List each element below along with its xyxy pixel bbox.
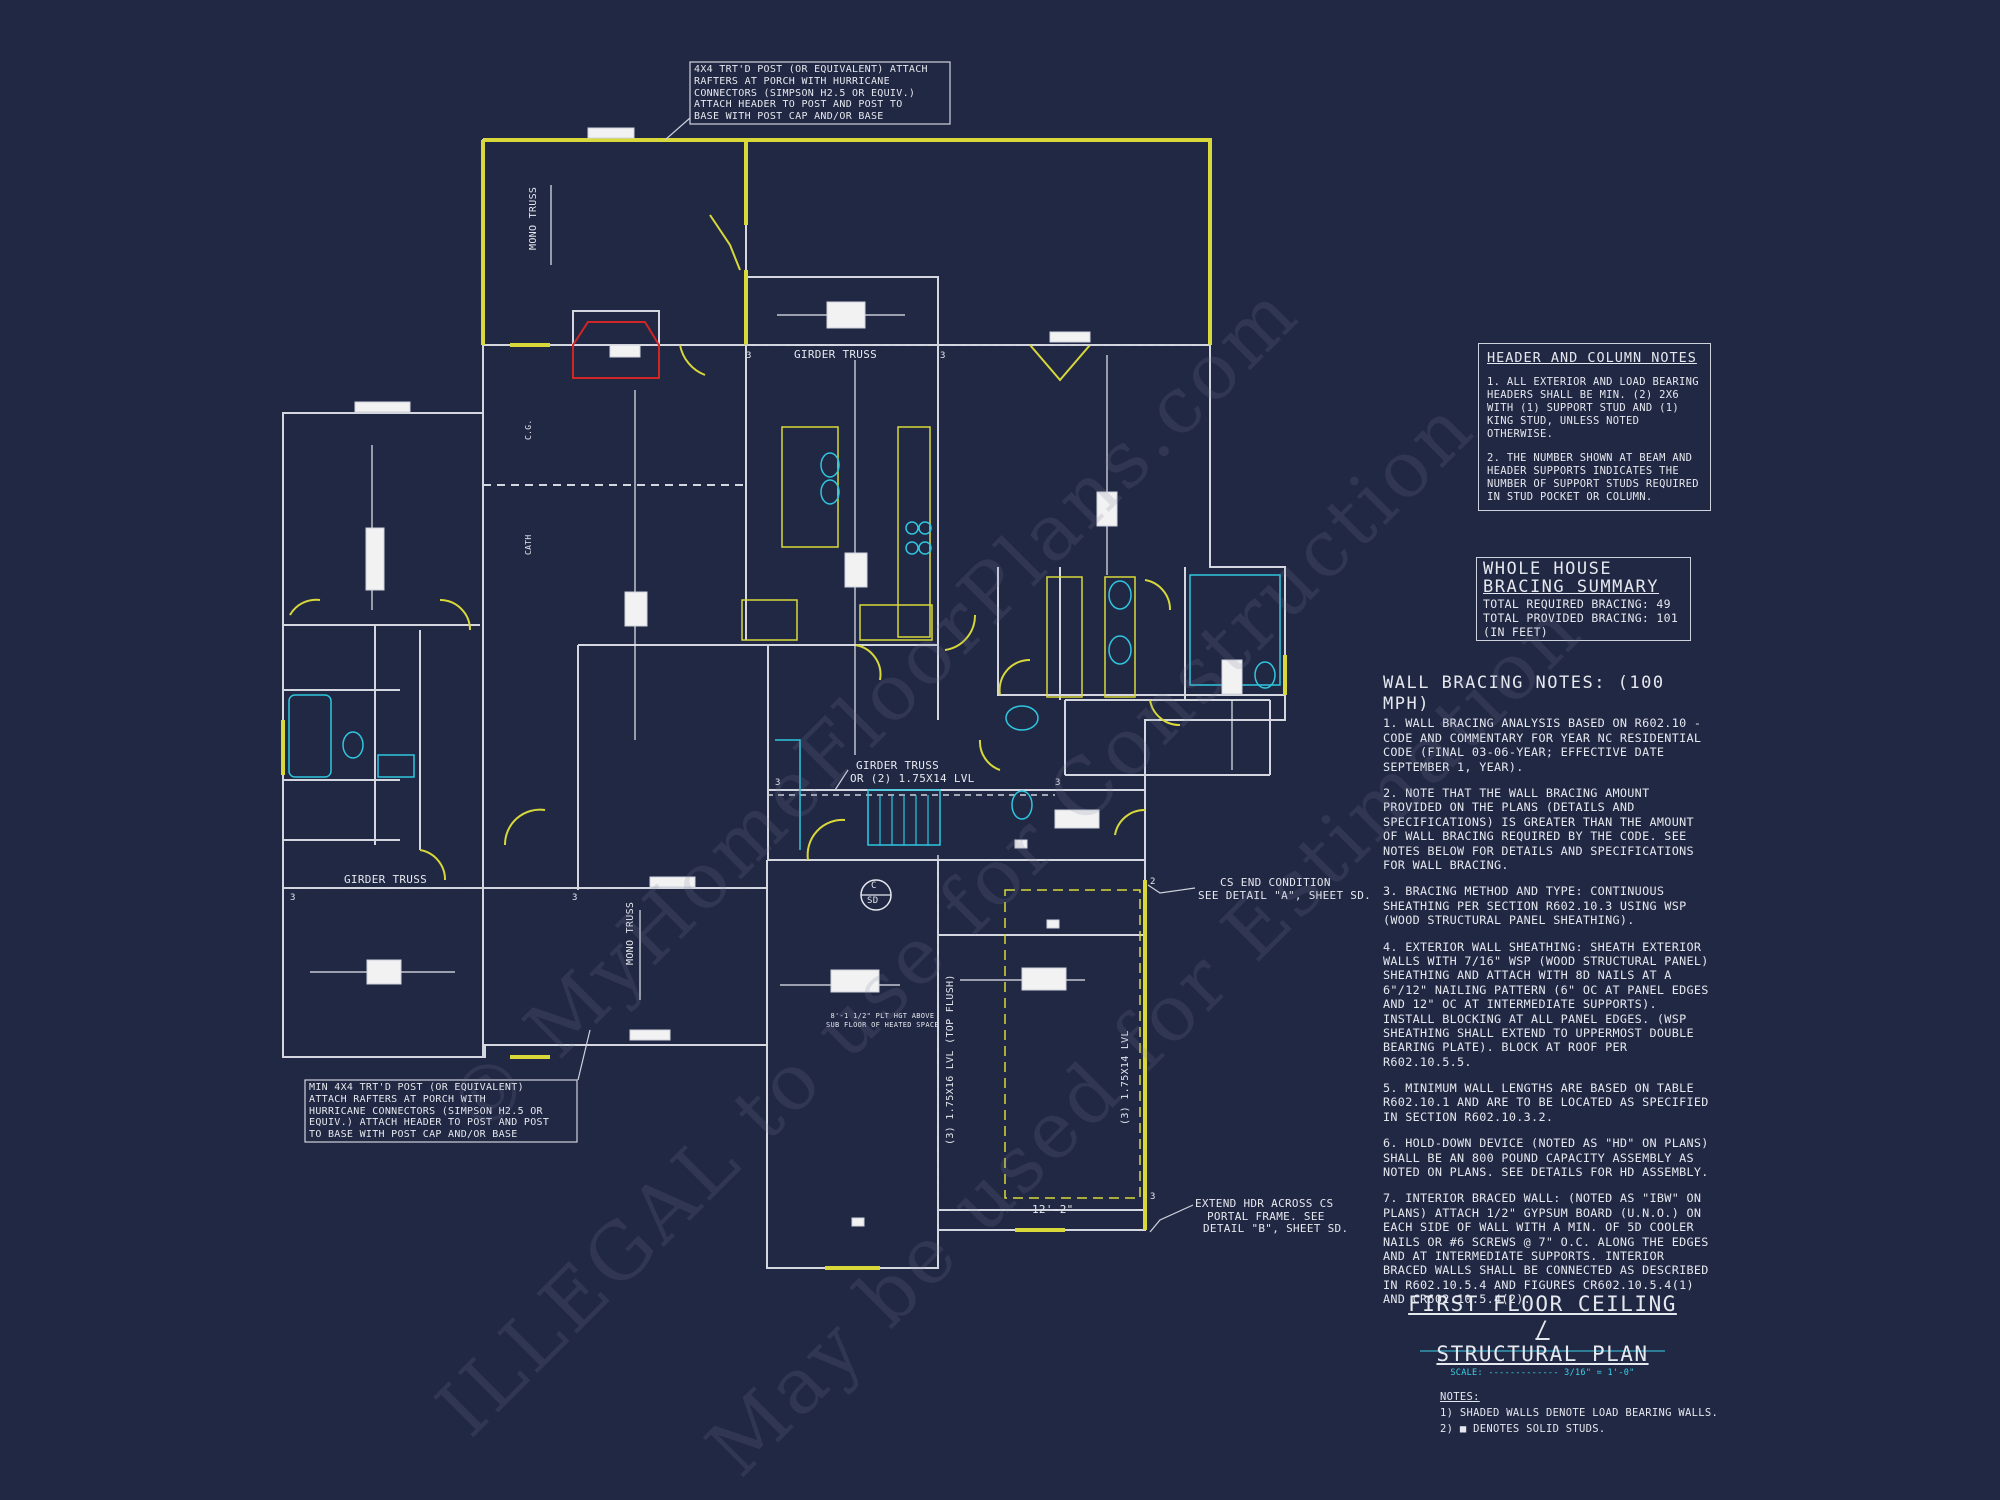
plan-title-line2: STRUCTURAL PLAN [1436,1342,1649,1367]
cg-label: C.G. [524,419,533,440]
lvl-label-1: (3) 1.75x16 LVL (TOP FLUSH) [945,974,956,1145]
girder-truss-top-label: GIRDER TRUSS [794,348,878,361]
callout-bottom-post: MIN 4x4 TRT'D POST (OR EQUIVALENT)ATTACH… [309,1082,550,1141]
fireplace [572,321,660,379]
wall-bracing-notes: WALL BRACING NOTES: (100 MPH) 1. WALL BR… [1383,673,1713,1319]
callout-box-bottom [304,1079,578,1143]
bracing-summary-box: WHOLE HOUSE BRACING SUMMARY TOTAL REQUIR… [1476,557,1691,641]
stud-count: 3 [1055,778,1061,788]
mono-truss-label: MONO TRUSS [528,186,539,250]
header-notes-p2: 2. THE NUMBER SHOWN AT BEAM AND HEADER S… [1487,452,1699,503]
stud-count: 3 [775,778,781,788]
porch-bearing-wall [481,138,1212,345]
callout-box-top [689,61,951,125]
leader-hdr [1149,1204,1194,1233]
notes-item-2: 2) ■ DENOTES SOLID STUDS. [1440,1422,1606,1435]
bracing-title-2: BRACING SUMMARY [1483,576,1660,597]
leader-cs [1147,884,1196,894]
stud-count: 3 [746,351,752,361]
callout-top-post: 4x4 TRT'D POST (OR EQUIVALENT) ATTACHRAF… [694,64,928,123]
wall-bracing-p6: 6. HOLD-DOWN DEVICE (NOTED AS "HD" ON PL… [1383,1136,1709,1180]
drawing-notes: NOTES: 1) SHADED WALLS DENOTE LOAD BEARI… [1440,1390,1718,1437]
plan-title-line1: FIRST FLOOR CEILING / [1408,1292,1677,1342]
wall-bracing-p4: 4. EXTERIOR WALL SHEATHING: SHEATH EXTER… [1383,939,1709,1069]
kitchen-island [781,426,839,548]
wall-bracing-p1: 1. WALL BRACING ANALYSIS BASED ON R602.1… [1383,716,1702,774]
wall-bracing-p2: 2. NOTE THAT THE WALL BRACING AMOUNT PRO… [1383,786,1694,872]
wall-bracing-p7: 7. INTERIOR BRACED WALL: (NOTED AS "IBW"… [1383,1191,1709,1307]
notes-heading: NOTES: [1440,1391,1480,1403]
garage-dimension: 12'-2" [1032,1203,1074,1216]
bracing-provided: TOTAL PROVIDED BRACING: 101 [1483,610,1679,625]
bracing-unit: (IN FEET) [1483,624,1549,639]
section-bubble-top: C [871,881,877,891]
plan-scale: SCALE: ------------- 3/16" = 1'-0" [1450,1367,1635,1378]
leader-bottom [577,1029,591,1081]
plan-title-block: FIRST FLOOR CEILING / STRUCTURAL PLAN SC… [1400,1292,1685,1378]
bracing-required: TOTAL REQUIRED BRACING: 49 [1483,596,1671,611]
leader-top [664,117,691,141]
notes-item-1: 1) SHADED WALLS DENOTE LOAD BEARING WALL… [1440,1406,1719,1419]
stud-count: 3 [1150,1192,1156,1202]
stud-count: 3 [290,893,296,903]
wall-bracing-title: WALL BRACING NOTES: (100 MPH) [1383,673,1665,714]
garage-dashed [1004,889,1141,1199]
section-bubble-bottom: SD [867,896,879,906]
wall-bracing-p3: 3. BRACING METHOD AND TYPE: CONTINUOUS S… [1383,884,1687,928]
header-notes-title: HEADER AND COLUMN NOTES [1487,350,1697,366]
kitchen-walls [746,276,939,720]
tub [288,694,332,778]
cath-label: CATH [524,534,533,555]
girder-truss-left-label: GIRDER TRUSS [344,873,428,886]
bracing-title-1: WHOLE HOUSE [1483,559,1613,579]
stud-count: 2 [1150,877,1156,887]
stud-count: 3 [572,893,578,903]
header-notes-p1: 1. ALL EXTERIOR AND LOAD BEARING HEADERS… [1487,376,1699,440]
wall-bracing-p5: 5. MINIMUM WALL LENGTHS ARE BASED ON TAB… [1383,1081,1709,1124]
bath-block [997,567,1285,696]
stud-count: 3 [940,351,946,361]
header-column-notes-box: HEADER AND COLUMN NOTES 1. ALL EXTERIOR … [1478,343,1711,511]
